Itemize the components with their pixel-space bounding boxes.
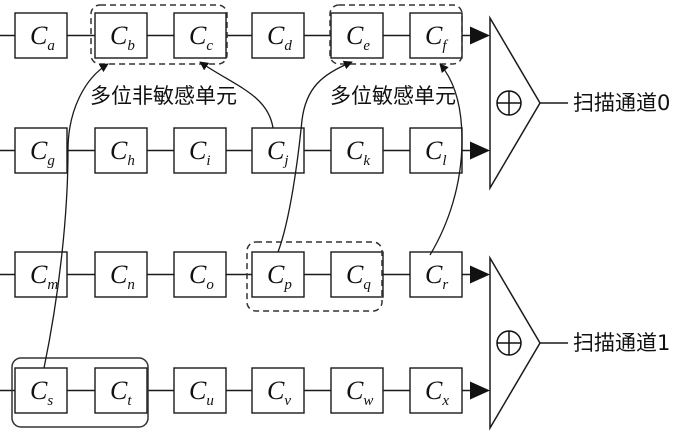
scan-cell-label: Ch [110,136,135,169]
scan-cell-o: Co [173,251,227,298]
scan-cell-label: Cw [346,376,373,409]
curve-j-to-c [199,61,274,129]
scan-cell-j: Cj [251,127,305,174]
scan-cell-label: Cm [30,260,58,293]
row-3-arrow [470,265,490,284]
sensitive-group-bc [90,4,228,65]
scan-cell-label: Ce [346,21,370,54]
label-multi-bit-sensitive: 多位敏感单元 [330,84,456,108]
label-scan-channel-0: 扫描通道0 [573,91,670,115]
scan-cell-v: Cv [251,367,305,414]
curve-r-to-f [429,63,463,256]
scan-cell-d: Cd [251,12,305,59]
row-2-arrow [470,141,490,160]
scan-cell-l: Cl [409,127,463,174]
scan-cell-e: Ce [330,12,384,59]
scan-cell-t: Ct [94,367,148,414]
sensitive-group-pq [246,241,383,312]
scan-cell-c: Cc [173,12,227,59]
scan-cell-label: Cd [267,21,292,54]
compactor-1 [489,255,568,431]
row-4-arrow [470,381,490,400]
scan-cell-h: Ch [94,127,148,174]
curve-p-to-e [277,60,353,253]
scan-cell-label: Cu [189,376,214,409]
scan-cell-label: Cl [425,136,447,169]
scan-cell-label: Cv [267,376,291,409]
scan-cell-x: Cx [409,367,463,414]
scan-cell-f: Cf [409,12,463,59]
label-multi-bit-nonsensitive: 多位非敏感单元 [90,84,237,108]
compactor-0 [489,15,568,191]
label-scan-channel-1: 扫描通道1 [573,331,670,355]
scan-cell-label: Cn [110,260,135,293]
scan-cell-label: Cp [267,260,292,293]
scan-cell-u: Cu [173,367,227,414]
scan-cell-label: Ca [30,21,55,54]
scan-cell-n: Cn [94,251,148,298]
scan-cell-label: Ci [189,136,211,169]
scan-cell-label: Cb [110,21,135,54]
scan-cell-label: Cr [425,260,448,293]
scan-cell-a: Ca [14,12,68,59]
scan-cell-label: Cq [346,260,371,293]
row-1-arrow [470,26,490,45]
nonsensitive-group-st [11,357,149,428]
chain-wires [0,26,490,400]
scan-cell-label: Cs [30,376,53,409]
scan-cell-i: Ci [173,127,227,174]
scan-cell-r: Cr [409,251,463,298]
scan-cell-s: Cs [14,367,68,414]
scan-cell-label: Ct [110,376,132,409]
scan-cell-w: Cw [330,367,384,414]
scan-cell-label: Cx [425,376,449,409]
scan-cell-label: Co [189,260,214,293]
sensitive-group-ef [329,4,463,65]
scan-cell-b: Cb [94,12,148,59]
scan-cell-k: Ck [330,127,384,174]
scan-cell-p: Cp [251,251,305,298]
scan-cell-label: Cc [189,21,213,54]
scan-cell-g: Cg [14,127,68,174]
scan-cell-label: Cj [267,136,289,169]
curve-s-to-b [43,63,109,369]
scan-cell-label: Cf [425,21,448,54]
scan-cell-q: Cq [330,251,384,298]
scan-cell-label: Cg [30,136,55,169]
scan-cell-label: Ck [346,136,370,169]
